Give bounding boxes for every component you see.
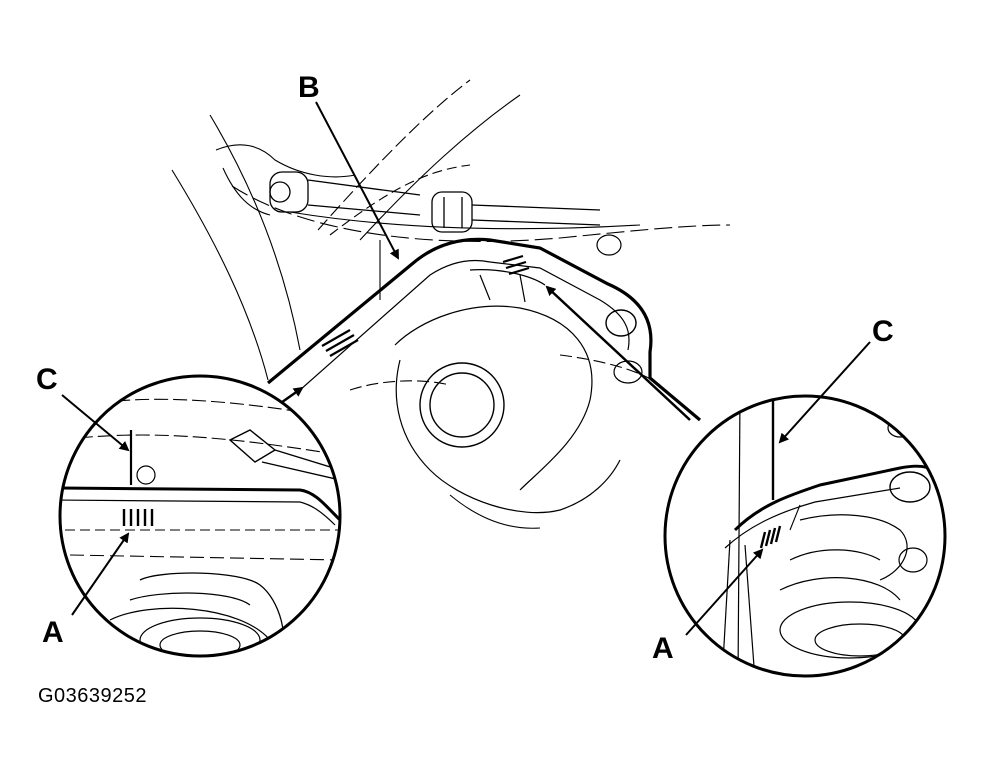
callout-c-right: C	[872, 315, 894, 348]
label-c-right-leader	[778, 341, 871, 444]
alignment-marks-pan	[321, 254, 530, 357]
engine-block-outline	[171, 79, 731, 381]
label-c-left-leader	[61, 394, 130, 452]
hose-bracket	[269, 171, 601, 233]
callout-a-left: A	[42, 616, 64, 649]
alignment-marks-left	[122, 509, 154, 526]
label-a-left-leader	[71, 532, 130, 616]
callout-a-right: A	[652, 632, 674, 665]
view-arrow-right	[545, 285, 691, 421]
detail-view-left	[58, 374, 342, 658]
callout-b: B	[298, 71, 320, 104]
label-a-right-leader	[685, 548, 764, 636]
figure-id: G03639252	[38, 685, 148, 707]
callout-c-left: C	[36, 363, 58, 396]
oil-pan-body	[266, 234, 702, 529]
label-b-leader	[315, 101, 399, 260]
detail-view-right	[663, 394, 947, 678]
alignment-marks-right	[759, 525, 782, 549]
